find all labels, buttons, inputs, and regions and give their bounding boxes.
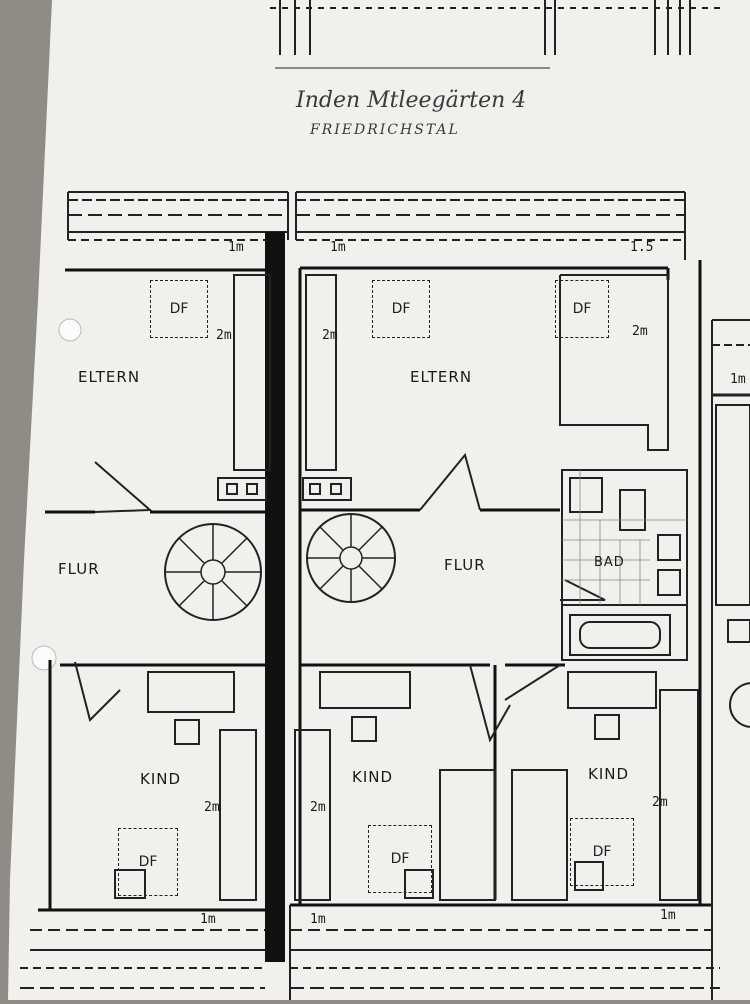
dim-top-left: 1m bbox=[228, 240, 244, 255]
dim-bottom-right: 1m bbox=[660, 908, 676, 923]
bathroom bbox=[561, 469, 688, 661]
room-label-bad: BAD bbox=[594, 555, 625, 570]
dim-top-right: 1.5 bbox=[630, 240, 654, 255]
room-label-kind-mid: KIND bbox=[352, 768, 394, 786]
room-label-flur-mid: FLUR bbox=[444, 556, 486, 574]
middle-unit-fixtures bbox=[294, 274, 699, 901]
dim-far-right: 1m bbox=[730, 372, 746, 387]
left-spiral-stair bbox=[164, 523, 262, 621]
left-unit-fixtures bbox=[74, 274, 271, 901]
dim-bottom-mid: 1m bbox=[310, 912, 326, 927]
dormer-window-eltern-mid: DF bbox=[372, 280, 430, 338]
room-label-kind-right: KIND bbox=[588, 765, 630, 783]
room-label-eltern-mid: ELTERN bbox=[410, 368, 473, 386]
dim-kind-left: 2m bbox=[204, 800, 220, 815]
town-handwriting: FRIEDRICHSTAL bbox=[310, 122, 460, 138]
room-label-eltern-left: ELTERN bbox=[78, 368, 141, 386]
roof-band bbox=[67, 191, 686, 260]
dormer-window-eltern-left: DF bbox=[150, 280, 208, 338]
room-label-kind-left: KIND bbox=[140, 770, 182, 788]
punch-hole bbox=[58, 318, 82, 342]
dim-top-mid: 1m bbox=[330, 240, 346, 255]
dim-eltern-right: 2m bbox=[632, 324, 648, 339]
room-label-flur-left: FLUR bbox=[58, 560, 100, 578]
dormer-window-kind-mid: DF bbox=[368, 825, 432, 893]
right-neighbour-unit bbox=[711, 319, 750, 905]
dim-eltern-mid: 2m bbox=[322, 328, 338, 343]
dormer-window-eltern-right: DF bbox=[555, 280, 609, 338]
bathroom-tiles bbox=[562, 470, 687, 605]
dim-eltern-left: 2m bbox=[216, 328, 232, 343]
bottom-band bbox=[20, 905, 720, 1000]
party-wall bbox=[265, 232, 285, 962]
address-handwriting: Inden Mtleegärten 4 bbox=[296, 88, 527, 113]
dormer-window-kind-left: DF bbox=[118, 828, 178, 896]
dim-bottom-left: 1m bbox=[200, 912, 216, 927]
top-fragment bbox=[270, 0, 720, 69]
left-unit-walls bbox=[38, 268, 265, 912]
middle-spiral-stair bbox=[306, 513, 396, 603]
dim-kind-mid: 2m bbox=[310, 800, 326, 815]
paper-sheet bbox=[8, 0, 750, 1000]
dormer-window-kind-right: DF bbox=[570, 818, 634, 886]
dim-kind-right: 2m bbox=[652, 795, 668, 810]
punch-hole bbox=[31, 645, 57, 671]
